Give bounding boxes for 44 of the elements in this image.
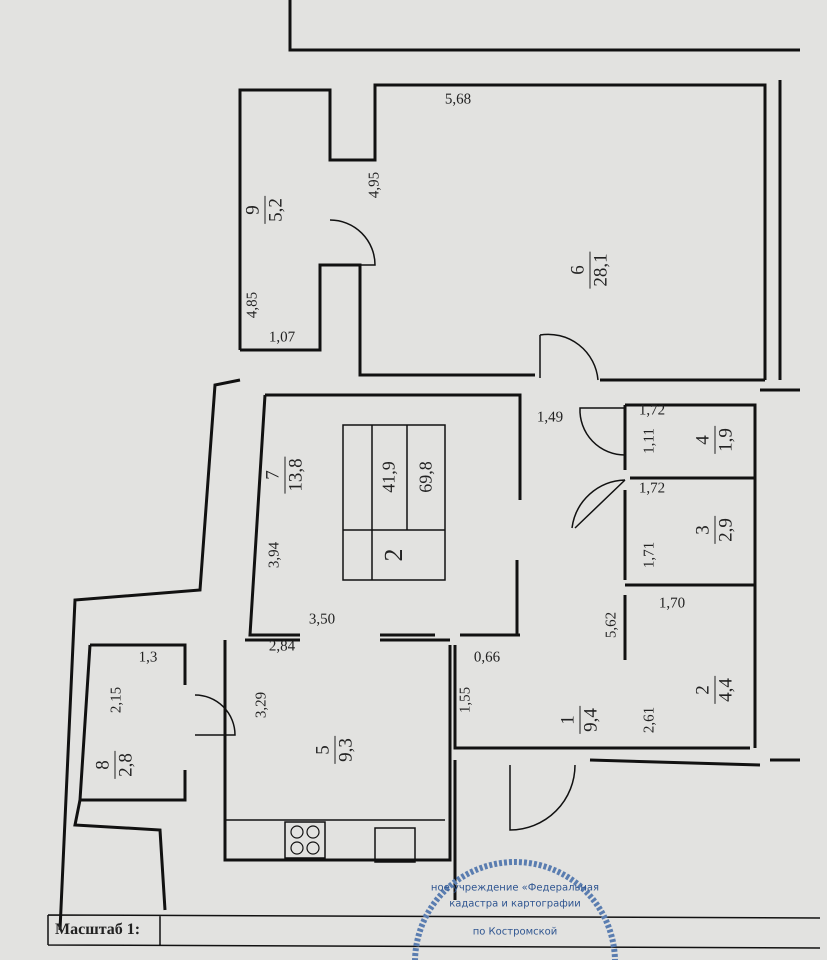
scale-label: Масштаб 1:	[55, 921, 140, 939]
dimension-label: 1,71	[642, 542, 658, 568]
dimension-label: 1,70	[658, 596, 686, 612]
room-number: 3	[692, 525, 714, 535]
area-summary-value: 2	[379, 548, 409, 562]
dimension-label: 5,68	[444, 92, 472, 108]
dimension-label: 2,61	[642, 706, 658, 734]
room-number: 6	[568, 265, 590, 275]
dimension-label: 2,84	[268, 638, 296, 656]
room-area-value: 9,4	[580, 706, 602, 734]
area-summary-value: 41,9	[378, 461, 400, 493]
room-area-value: 2,8	[114, 751, 138, 779]
room-area-value: 9,3	[334, 736, 358, 764]
room-area-value: 2,9	[714, 516, 738, 544]
room-number: 8	[92, 760, 114, 770]
room-area-value: 28,1	[590, 251, 612, 289]
dimension-label: 1,11	[642, 428, 658, 454]
room-number: 7	[262, 470, 284, 480]
room-number: 9	[242, 205, 264, 215]
stamp-text: кадастра и картографии	[449, 898, 581, 910]
dimension-label: 1,3	[138, 650, 158, 666]
room-number: 5	[312, 745, 334, 755]
dimension-label: 3,29	[254, 692, 270, 718]
dimension-label: 5,62	[604, 612, 620, 638]
room-number: 4	[692, 435, 714, 445]
dimension-label: 1,07	[268, 330, 296, 346]
room-area-value: 5,2	[264, 196, 288, 224]
room-area-value: 13,8	[284, 456, 308, 494]
dimension-label: 1,49	[536, 410, 564, 426]
dimension-label: 4,85	[244, 292, 262, 318]
dimension-label: 3,94	[266, 542, 284, 568]
room-number: 2	[692, 685, 714, 695]
area-summary-value: 69,8	[416, 461, 436, 493]
room-number: 1	[558, 715, 580, 725]
stamp-text: по Костромской	[472, 926, 558, 938]
dimension-label: 0,66	[474, 650, 500, 666]
dimension-label: 4,95	[366, 172, 384, 198]
dimension-label: 3,50	[308, 612, 336, 628]
room-area-value: 1,9	[714, 426, 738, 454]
dimension-label: 1,72	[638, 402, 666, 420]
room-area-value: 4,4	[714, 676, 738, 704]
dimension-label: 1,55	[458, 686, 474, 714]
dimension-label: 2,15	[108, 686, 126, 714]
dimension-label: 1,72	[638, 480, 666, 498]
